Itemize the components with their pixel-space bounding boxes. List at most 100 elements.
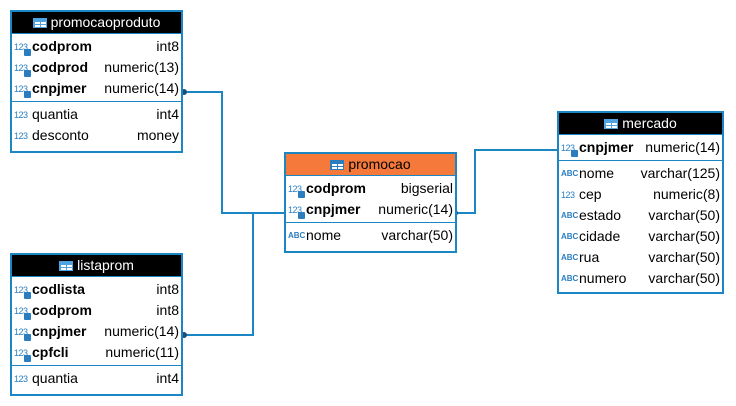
field-section: 123 quantia int4 123 desconto money [12, 101, 181, 148]
entity-title: listaprom [77, 257, 134, 273]
field-row[interactable]: 123 desconto money [12, 125, 181, 146]
numeric-type-icon: 123 [12, 63, 32, 77]
field-type: int8 [156, 281, 179, 297]
field-type: varchar(50) [381, 227, 453, 243]
table-icon [32, 18, 47, 28]
numeric-type-icon: 123 [12, 306, 32, 320]
numeric-type-icon: 123 [14, 373, 28, 384]
entity-header: listaprom [12, 255, 181, 277]
field-type: int4 [156, 106, 179, 122]
text-type-icon: ABC [561, 210, 579, 220]
key-icon [24, 69, 31, 77]
field-name: codlista [32, 281, 85, 297]
field-type: int8 [156, 38, 179, 54]
text-type-icon: ABC [561, 231, 579, 241]
field-name: codprod [32, 59, 88, 75]
table-icon [59, 261, 74, 271]
field-type: int8 [156, 302, 179, 318]
entity-title: promocaoproduto [50, 14, 161, 30]
numeric-type-icon: 123 [12, 285, 32, 299]
text-type-icon: ABC [288, 230, 306, 240]
field-type: int4 [156, 370, 179, 386]
key-icon [571, 149, 578, 157]
table-icon [330, 160, 345, 170]
numeric-type-icon: 123 [12, 84, 32, 98]
link-listaprom-promocao [183, 212, 286, 336]
field-type: bigserial [400, 180, 453, 196]
key-icon [24, 291, 31, 299]
field-type: varchar(50) [648, 249, 720, 265]
field-section: 123 quantia int4 [12, 365, 181, 391]
numeric-type-icon: 123 [14, 130, 28, 141]
numeric-type-icon: 123 [14, 109, 28, 120]
field-type: numeric(13) [104, 59, 179, 75]
key-icon [24, 354, 31, 362]
field-name: codprom [32, 302, 92, 318]
entity-title: mercado [622, 115, 677, 131]
field-name: codprom [32, 38, 92, 54]
field-type: numeric(11) [105, 344, 179, 360]
field-name: numero [579, 270, 627, 286]
field-name: cnpjmer [306, 201, 361, 217]
field-name: nome [579, 165, 615, 181]
key-icon [24, 48, 31, 56]
numeric-type-icon: 123 [12, 327, 32, 341]
link-promocao-mercado [456, 149, 559, 214]
key-icon [24, 312, 31, 320]
field-row[interactable]: 123 quantia int4 [12, 368, 181, 389]
numeric-type-icon: 123 [286, 184, 306, 198]
key-icon [298, 190, 305, 198]
field-name: codprom [306, 180, 366, 196]
field-name: nome [306, 227, 342, 243]
field-name: cnpjmer [32, 80, 87, 96]
field-name: desconto [32, 127, 89, 143]
key-icon [24, 333, 31, 341]
field-name: quantia [32, 370, 78, 386]
entity-header: promocao [286, 154, 455, 176]
field-type: numeric(14) [104, 323, 179, 339]
field-type: varchar(50) [648, 228, 720, 244]
field-type: numeric(14) [104, 80, 179, 96]
field-name: rua [579, 249, 600, 265]
field-type: numeric(14) [378, 201, 453, 217]
field-type: numeric(14) [645, 139, 720, 155]
field-name: cpfcli [32, 344, 69, 360]
field-row[interactable]: 123 quantia int4 [12, 104, 181, 125]
numeric-type-icon: 123 [561, 189, 575, 200]
text-type-icon: ABC [561, 168, 579, 178]
link-promocaoproduto-promocao [183, 91, 286, 214]
field-name: cnpjmer [32, 323, 87, 339]
table-icon [604, 119, 619, 129]
field-type: numeric(8) [653, 186, 720, 202]
field-name: quantia [32, 106, 78, 122]
field-type: money [136, 127, 179, 143]
field-name: cnpjmer [579, 139, 634, 155]
field-name: cidade [579, 228, 621, 244]
